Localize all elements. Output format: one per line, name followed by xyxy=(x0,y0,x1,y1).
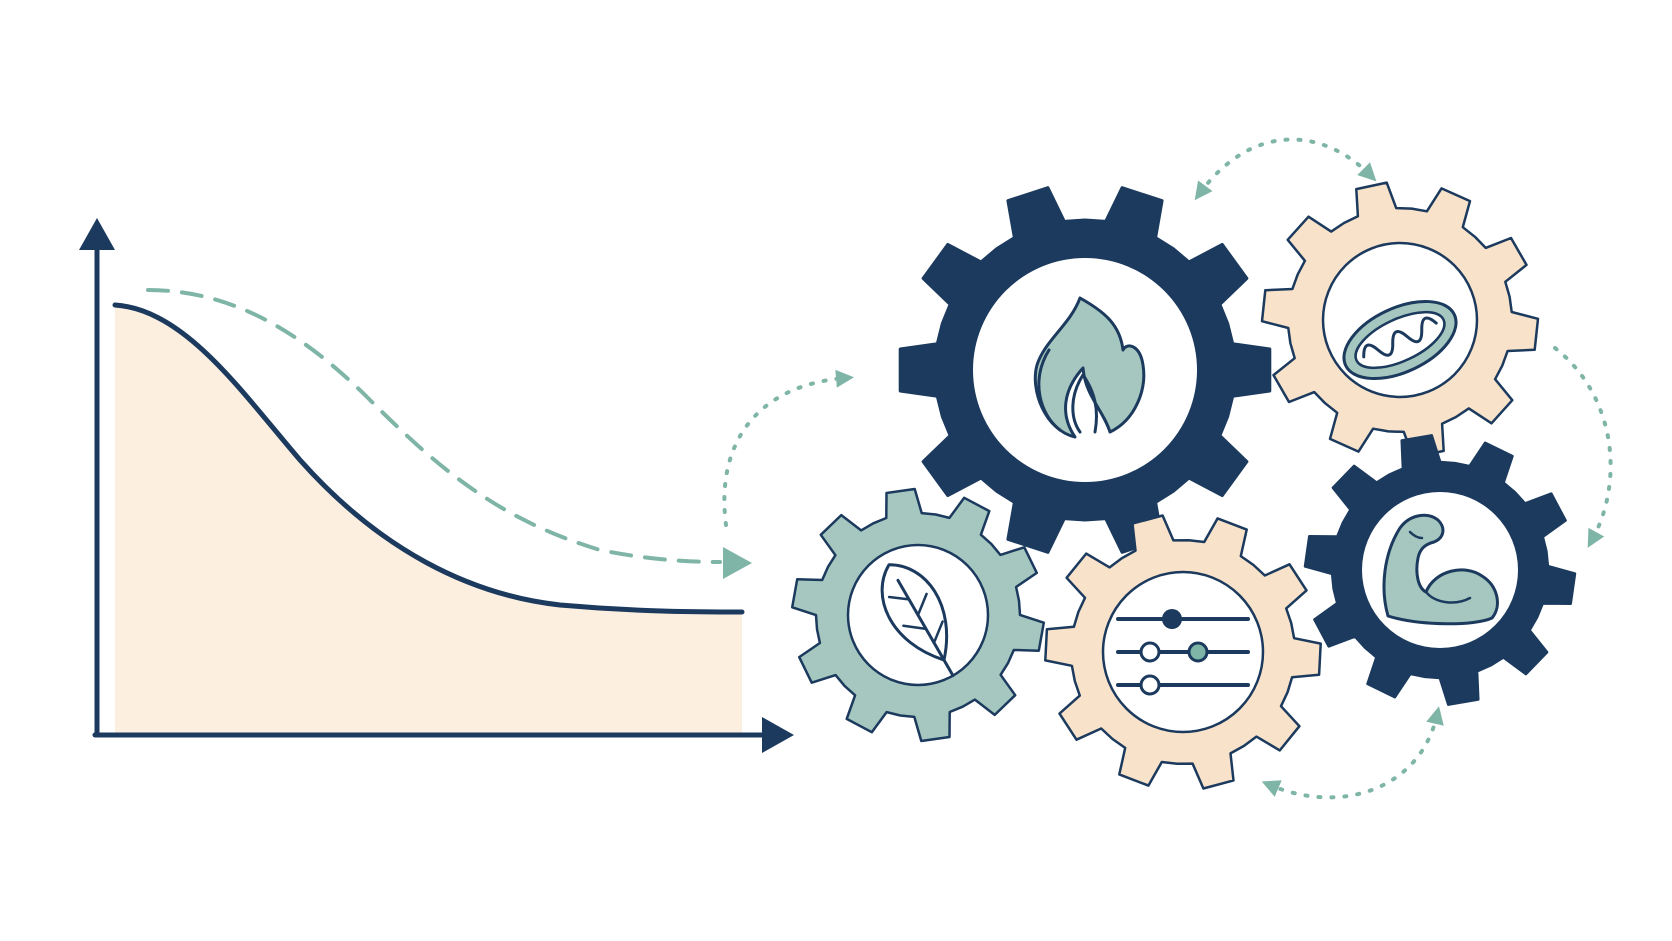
mitochondrion-icon xyxy=(1342,299,1458,381)
flexed-arm-icon xyxy=(1382,513,1499,626)
sliders-icon xyxy=(1116,609,1250,696)
solid-curve xyxy=(112,302,745,615)
connector-right xyxy=(1553,346,1613,548)
slider-knob-2a xyxy=(1139,641,1161,663)
y-axis-arrowhead xyxy=(79,218,115,250)
slider-knob-1 xyxy=(1162,609,1182,629)
gears-layer xyxy=(790,181,1577,790)
slider-knob-3 xyxy=(1139,674,1161,696)
leaf-icon xyxy=(880,563,955,678)
decay-chart xyxy=(79,218,794,753)
dashed-arrowhead xyxy=(723,547,752,579)
connector-chart-to-gears xyxy=(722,369,854,527)
right-navy-gear xyxy=(1303,434,1577,706)
x-axis-arrowhead xyxy=(762,717,794,753)
slider-knob-2b xyxy=(1187,641,1209,663)
flame-icon xyxy=(1033,296,1146,439)
connectors xyxy=(722,137,1613,800)
connector-bottom xyxy=(1261,706,1444,800)
dashed-curve xyxy=(146,288,722,564)
connector-top xyxy=(1194,137,1377,201)
area-fill xyxy=(115,305,742,733)
